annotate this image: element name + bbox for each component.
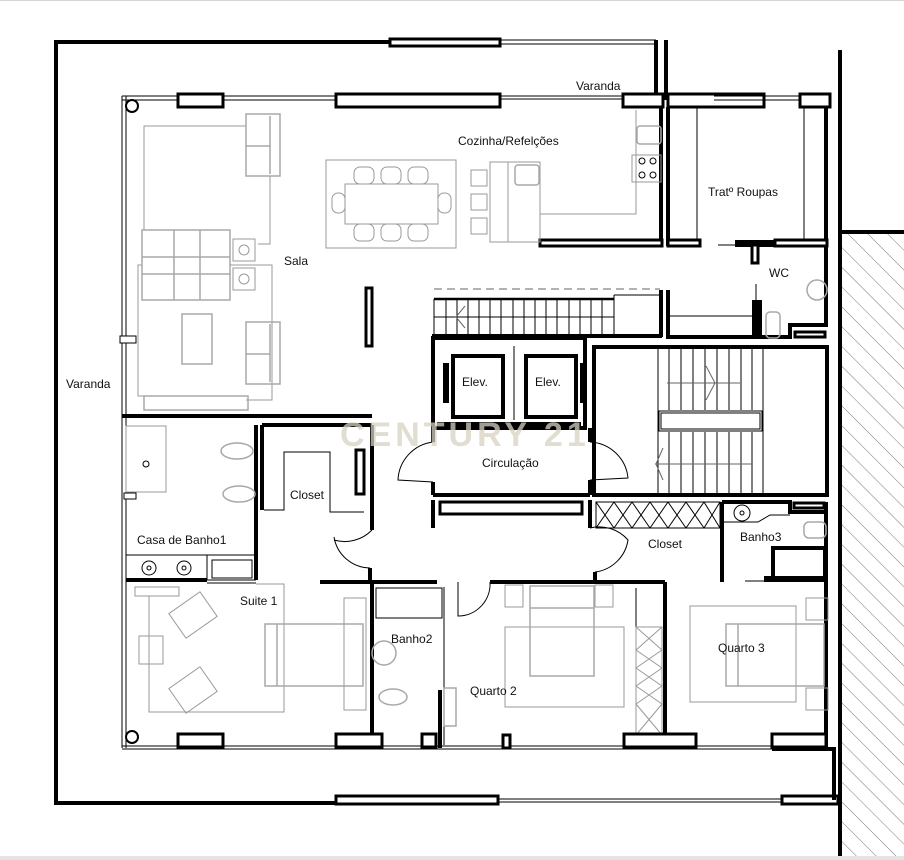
label-varanda-left: Varanda (66, 377, 111, 391)
outer-balcony-outline (54, 37, 840, 806)
label-circulacao: Circulação (482, 456, 539, 470)
bottom-border (0, 856, 904, 860)
label-trat-roupas: Tratº Roupas (708, 185, 778, 199)
quarto2-wardrobe (635, 588, 663, 736)
upper-stair (432, 288, 663, 338)
circulation-walls (397, 428, 629, 528)
main-stair (592, 345, 829, 497)
watermark: CENTURY 21 (340, 416, 590, 454)
inner-facade-top (119, 92, 832, 748)
bedroom-corridor-walls (320, 526, 667, 748)
label-quarto2: Quarto 2 (470, 684, 517, 698)
label-cozinha: Cozinha/Refelções (458, 134, 559, 148)
label-banho2: Banho2 (391, 632, 433, 646)
neighbor-building-hatch (838, 50, 904, 860)
label-closet-suite: Closet (290, 488, 325, 502)
kitchen-walls (538, 107, 829, 288)
label-elev-1: Elev. (462, 375, 488, 389)
suite1-furniture (134, 583, 367, 714)
label-elev-2: Elev. (535, 375, 561, 389)
wc-walls (666, 279, 828, 339)
label-casa-banho1: Casa de Banho1 (137, 533, 227, 547)
bath2-fixtures (371, 587, 457, 745)
label-banho3: Banho3 (740, 530, 782, 544)
sala-partition (364, 286, 374, 348)
label-sala: Sala (284, 254, 308, 268)
dining-table (325, 159, 457, 249)
suite-wing-walls (122, 414, 374, 584)
living-room-furniture (137, 113, 281, 411)
label-quarto3: Quarto 3 (718, 641, 765, 655)
label-wc: WC (769, 266, 789, 280)
kitchen-furniture (470, 110, 662, 243)
label-closet-corridor: Closet (648, 537, 683, 551)
label-varanda-top: Varanda (576, 79, 621, 93)
quarto2-furniture (504, 584, 625, 708)
bath3-walls (722, 500, 828, 750)
elevator-core (431, 336, 587, 430)
label-suite1: Suite 1 (240, 594, 278, 608)
top-border (0, 0, 904, 1)
inner-facade-bottom (122, 730, 828, 750)
corridor-closet (595, 501, 724, 582)
quarto3-furniture (689, 597, 829, 711)
